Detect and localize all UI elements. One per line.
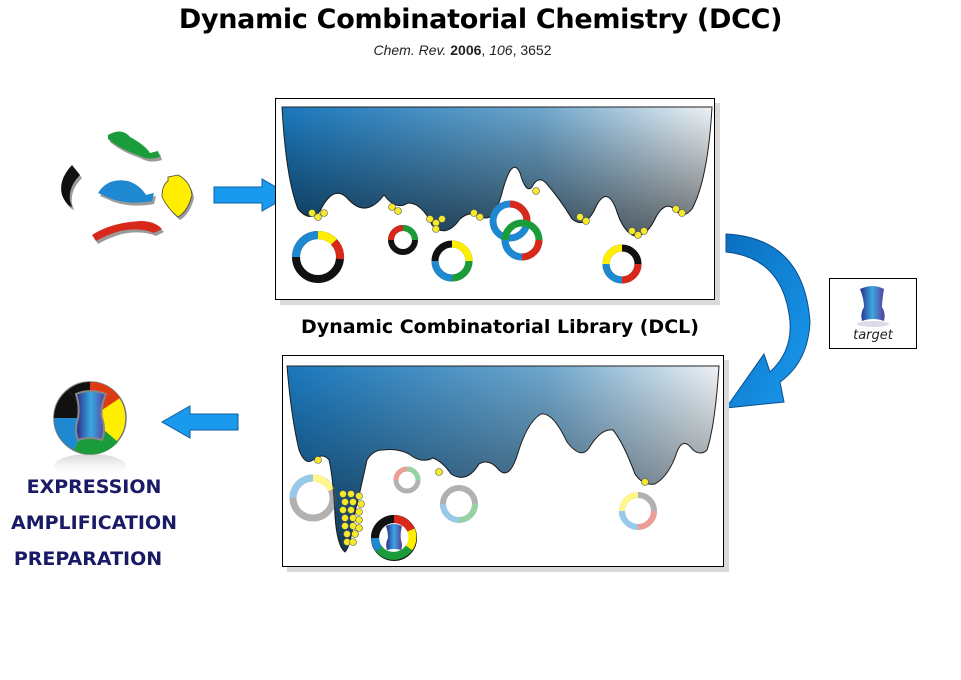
outcome-expression: EXPRESSION — [26, 476, 162, 498]
building-block-green — [108, 131, 162, 162]
building-blocks — [61, 131, 194, 244]
outcome-preparation: PREPARATION — [13, 548, 163, 570]
citation-journal: Chem. Rev. — [373, 42, 447, 58]
library-panel-target-bound — [282, 355, 724, 567]
citation: Chem. Rev. 2006, 106, 3652 — [373, 42, 552, 58]
macrocycles-top — [292, 200, 642, 284]
curved-arrow-icon — [724, 233, 811, 409]
target-box: target — [829, 278, 917, 349]
host-guest-complex — [371, 515, 417, 561]
building-block-black — [61, 165, 82, 210]
library-label: Dynamic Combinatorial Library (DCL) — [301, 316, 699, 338]
citation-volume: 106 — [489, 42, 513, 58]
building-block-red — [92, 221, 164, 244]
building-block-blue — [98, 180, 156, 206]
citation-page: 3652 — [520, 42, 552, 58]
library-panel-equilibrium — [275, 98, 715, 300]
target-label: target — [853, 328, 893, 343]
particles-bottom — [314, 456, 649, 546]
building-block-yellow — [161, 174, 194, 220]
energy-landscape-bottom — [286, 365, 720, 561]
target-receptor-icon — [857, 286, 889, 327]
arrow-left-icon — [160, 405, 239, 439]
macrocycles-faded — [289, 466, 657, 530]
citation-year: 2006 — [450, 42, 482, 58]
energy-landscape-top — [281, 106, 713, 284]
outcome-amplification: AMPLIFICATION — [10, 512, 178, 534]
page-title: Dynamic Combinatorial Chemistry (DCC) — [178, 4, 783, 35]
particles-top — [308, 187, 686, 239]
amplified-complex-icon — [53, 381, 127, 476]
